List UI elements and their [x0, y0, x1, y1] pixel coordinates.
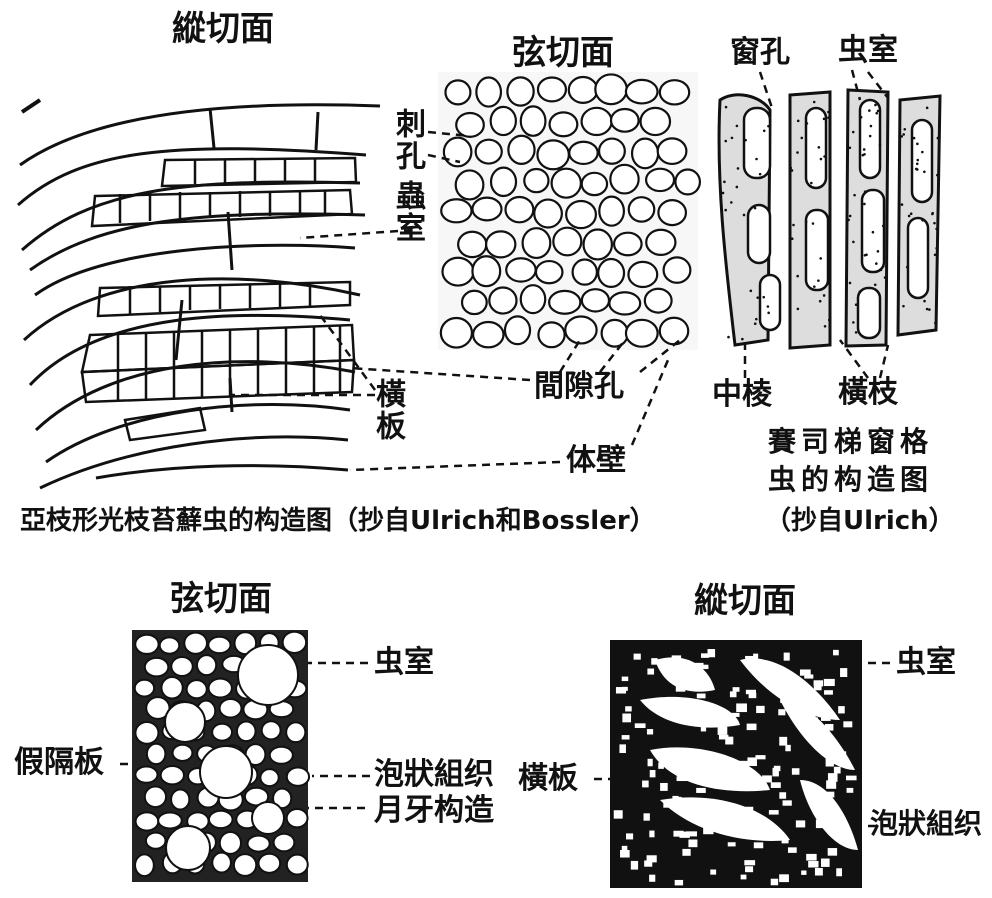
- zooecium-label-bottom-left: 虫室: [374, 648, 434, 678]
- lunarium-label: 月牙构造: [374, 796, 494, 826]
- diaphragm-label-bottom: 橫板: [518, 764, 578, 794]
- pseudo-septum-label: 假隔板: [14, 748, 104, 778]
- vesicular-tissue-label-bottom-left: 泡狀組织: [374, 760, 494, 790]
- zooecium-label-bottom-right: 虫室: [896, 648, 956, 678]
- vesicular-tissue-label-bottom-right: 泡狀組织: [870, 810, 982, 838]
